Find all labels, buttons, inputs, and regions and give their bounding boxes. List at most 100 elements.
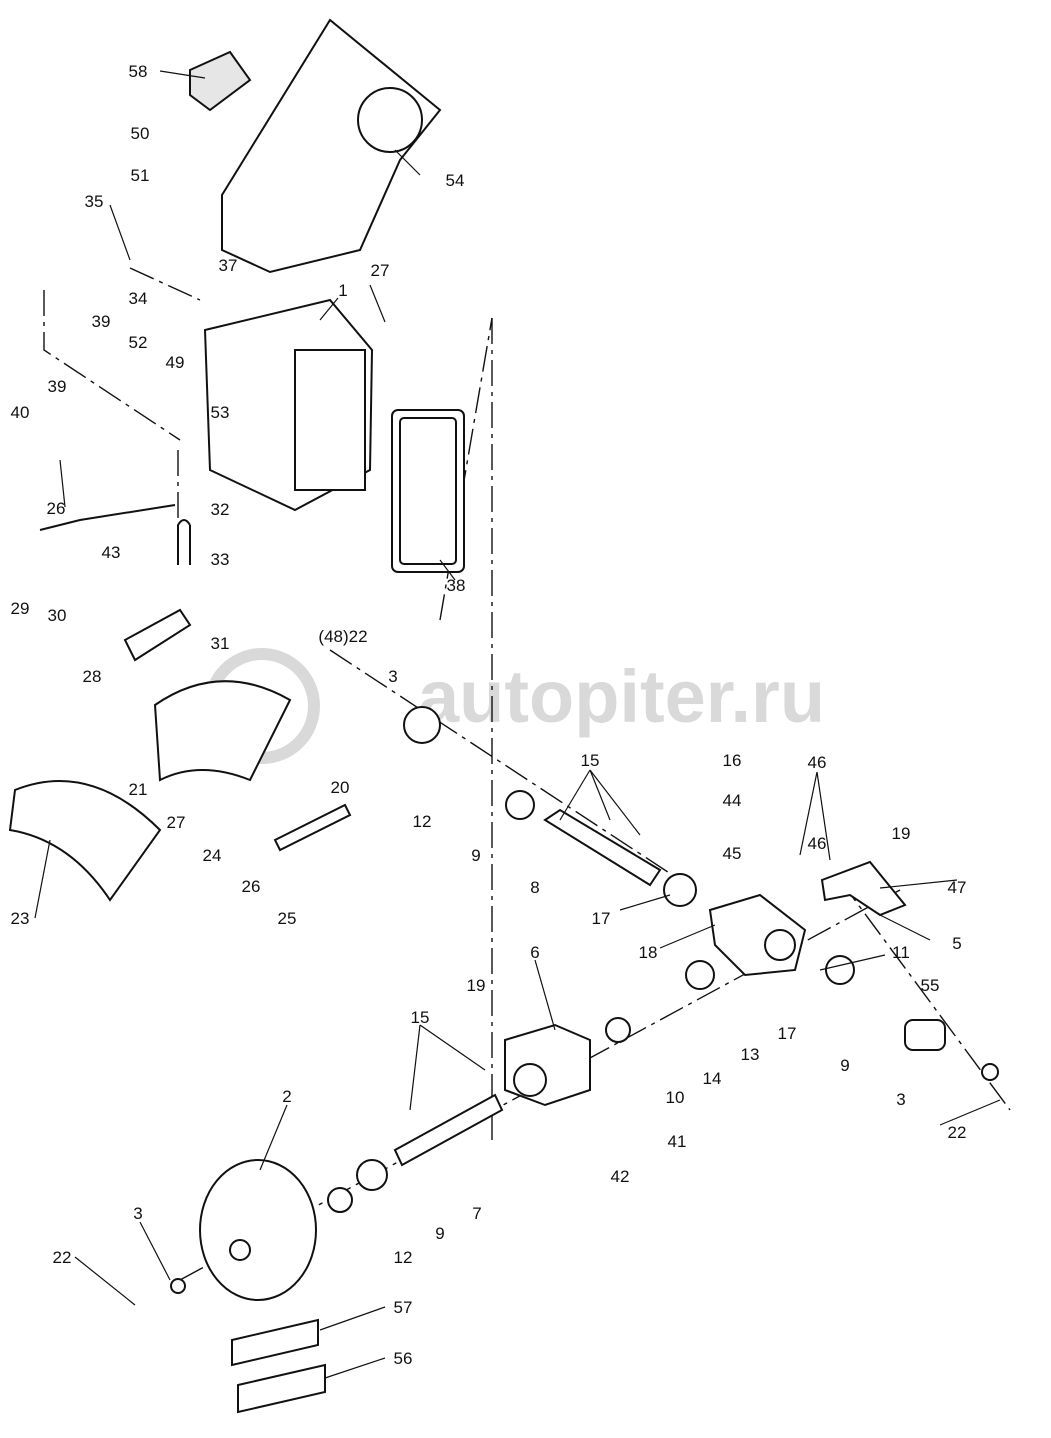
callout-label: 25 bbox=[278, 909, 297, 928]
callout-label: 22 bbox=[53, 1248, 72, 1267]
callout-label: 7 bbox=[472, 1204, 481, 1223]
part-24-strip bbox=[273, 803, 352, 852]
part-8-shaft bbox=[543, 808, 662, 887]
callout-label: 3 bbox=[133, 1204, 142, 1223]
callout-label: 50 bbox=[131, 124, 150, 143]
part-17-gear bbox=[663, 873, 697, 907]
callout-label: 57 bbox=[394, 1298, 413, 1317]
callout-label: 3 bbox=[896, 1090, 905, 1109]
callout-label: 45 bbox=[723, 844, 742, 863]
callout-label: 58 bbox=[129, 62, 148, 81]
part-6-housing bbox=[504, 1023, 591, 1107]
callout-label: 55 bbox=[921, 976, 940, 995]
callout-label: 42 bbox=[611, 1167, 630, 1186]
callout-label: 30 bbox=[48, 606, 67, 625]
callout-label: 19 bbox=[892, 824, 911, 843]
callout-label: 15 bbox=[411, 1008, 430, 1027]
callout-label: 20 bbox=[331, 778, 350, 797]
callout-label: 19 bbox=[467, 976, 486, 995]
callout-label: 56 bbox=[394, 1349, 413, 1368]
callout-label: 16 bbox=[723, 751, 742, 770]
callout-label: 33 bbox=[211, 550, 230, 569]
part-3b-washer bbox=[170, 1278, 186, 1294]
callout-label: 47 bbox=[948, 878, 967, 897]
callout-label: 5 bbox=[952, 934, 961, 953]
callout-label: 44 bbox=[723, 791, 742, 810]
leader-lines bbox=[34, 70, 1001, 1379]
callout-label: 39 bbox=[92, 312, 111, 331]
part-9c-bearing bbox=[356, 1159, 388, 1191]
callout-label: 51 bbox=[131, 166, 150, 185]
watermark-text: autopiter.ru bbox=[418, 655, 825, 738]
part-43-rod bbox=[39, 504, 176, 531]
callout-label: 37 bbox=[219, 256, 238, 275]
callout-label: 52 bbox=[129, 333, 148, 352]
callout-label: 46 bbox=[808, 753, 827, 772]
part-5-bracket bbox=[820, 860, 907, 917]
callout-label: 9 bbox=[471, 846, 480, 865]
callout-label: 6 bbox=[530, 943, 539, 962]
callout-label: 26 bbox=[47, 499, 66, 518]
callout-label: 43 bbox=[102, 543, 121, 562]
callout-label: 46 bbox=[808, 834, 827, 853]
callout-label: 27 bbox=[371, 261, 390, 280]
callout-label: 53 bbox=[211, 403, 230, 422]
parts bbox=[8, 18, 999, 1414]
callout-label: 31 bbox=[211, 634, 230, 653]
callout-label: 22 bbox=[948, 1123, 967, 1142]
callout-label: 10 bbox=[666, 1088, 685, 1107]
callout-label: (48)22 bbox=[318, 627, 367, 646]
callout-label: 18 bbox=[639, 943, 658, 962]
callout-label: 1 bbox=[338, 281, 347, 300]
callout-label: 12 bbox=[394, 1248, 413, 1267]
part-9b-bearing bbox=[825, 955, 855, 985]
callout-label: 8 bbox=[530, 878, 539, 897]
callout-label: 39 bbox=[48, 377, 67, 396]
part-23-cover bbox=[8, 780, 162, 902]
callout-label: 49 bbox=[166, 353, 185, 372]
callout-label: 35 bbox=[85, 192, 104, 211]
callout-label: 12 bbox=[413, 812, 432, 831]
callout-label: 28 bbox=[83, 667, 102, 686]
part-58-pad bbox=[189, 50, 252, 112]
callout-label: 17 bbox=[778, 1024, 797, 1043]
callout-label: 29 bbox=[11, 599, 30, 618]
callout-label: 14 bbox=[703, 1069, 722, 1088]
callout-label: 13 bbox=[741, 1045, 760, 1064]
part-57-plate bbox=[231, 1318, 319, 1367]
callout-label: 32 bbox=[211, 500, 230, 519]
part-3-washer bbox=[981, 1063, 999, 1081]
watermark: autopiter.ru bbox=[204, 648, 825, 764]
callout-label: 24 bbox=[203, 846, 222, 865]
callout-label: 17 bbox=[592, 909, 611, 928]
callout-label: 23 bbox=[11, 909, 30, 928]
part-32-ubolt bbox=[177, 519, 191, 565]
part-54-chute bbox=[221, 18, 442, 274]
part-20-sprocket bbox=[403, 706, 441, 744]
callout-label: 34 bbox=[129, 289, 148, 308]
callout-label: 21 bbox=[129, 780, 148, 799]
part-55-bushing bbox=[904, 1019, 946, 1051]
callout-label: 54 bbox=[446, 171, 465, 190]
callout-label: 15 bbox=[581, 751, 600, 770]
part-7-shaft bbox=[393, 1093, 504, 1167]
part-28-bracket bbox=[123, 608, 192, 662]
callout-label: 40 bbox=[11, 403, 30, 422]
callout-label: 11 bbox=[892, 943, 910, 962]
callout-label: 9 bbox=[435, 1224, 444, 1243]
part-12-ring bbox=[327, 1187, 353, 1213]
part-56-plate bbox=[237, 1363, 326, 1414]
callout-label: 3 bbox=[388, 667, 397, 686]
assembly-lines bbox=[43, 267, 1011, 1281]
part-2-impeller bbox=[199, 1159, 317, 1301]
callout-label: 41 bbox=[668, 1132, 687, 1151]
part-21-plate bbox=[153, 680, 292, 782]
part-17b-gear bbox=[685, 960, 715, 990]
callout-label: 27 bbox=[167, 813, 186, 832]
callout-label: 9 bbox=[840, 1056, 849, 1075]
callout-label: 26 bbox=[242, 877, 261, 896]
callout-label: 2 bbox=[282, 1087, 291, 1106]
